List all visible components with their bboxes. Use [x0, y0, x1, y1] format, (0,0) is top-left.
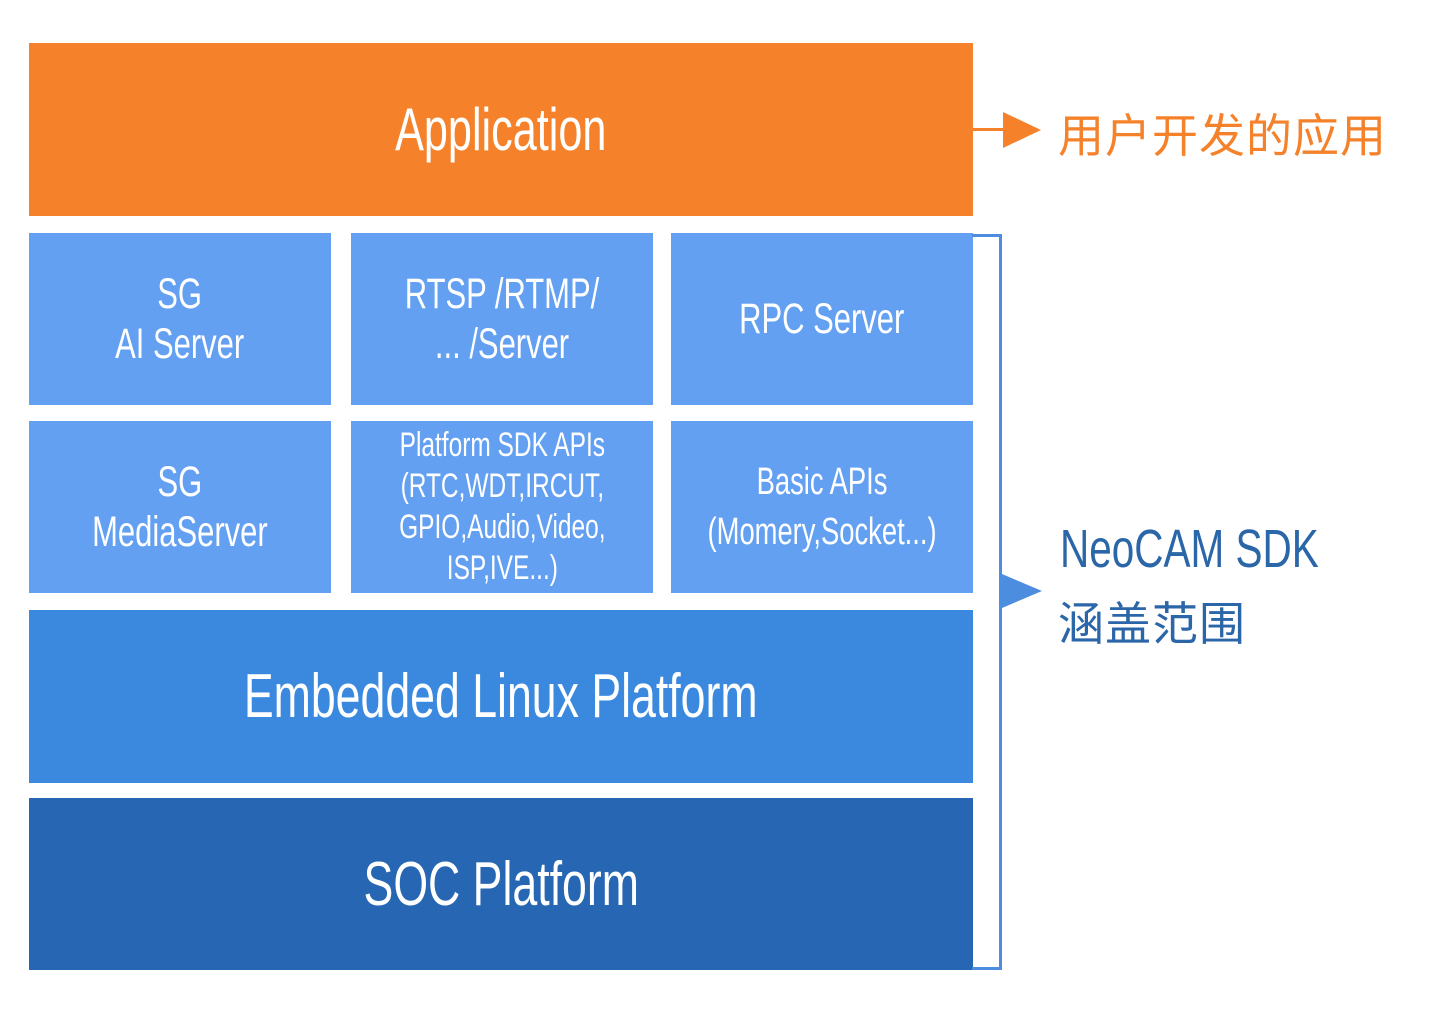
sdk-scope-title: NeoCAM SDK: [1060, 519, 1319, 579]
rtsp-rtmp-server-block: RTSP /RTMP/ ... /Server: [351, 233, 653, 405]
rtsp-rtmp-server-label: RTSP /RTMP/ ... /Server: [404, 270, 600, 368]
embedded-linux-layer: Embedded Linux Platform: [29, 610, 973, 783]
sdk-scope-bracket: [972, 234, 1002, 970]
sdk-scope-subtitle: 涵盖范围: [1058, 597, 1246, 651]
rpc-server-label: RPC Server: [739, 295, 905, 343]
soc-platform-label: SOC Platform: [363, 849, 639, 919]
platform-sdk-apis-block: Platform SDK APIs (RTC,WDT,IRCUT, GPIO,A…: [351, 421, 653, 593]
rpc-server-block: RPC Server: [671, 233, 973, 405]
basic-apis-label: Basic APIs (Momery,Socket...): [707, 461, 937, 553]
embedded-linux-label: Embedded Linux Platform: [244, 662, 758, 731]
arrow-right-icon: [1003, 112, 1041, 148]
arrow-right-icon: [1002, 574, 1042, 608]
application-note: 用户开发的应用: [1058, 109, 1387, 163]
basic-apis-block: Basic APIs (Momery,Socket...): [671, 421, 973, 593]
soc-platform-layer: SOC Platform: [29, 798, 973, 970]
sg-mediaserver-block: SG MediaServer: [29, 421, 331, 593]
application-label: Application: [395, 96, 607, 163]
sg-mediaserver-label: SG MediaServer: [92, 458, 268, 556]
platform-sdk-apis-label: Platform SDK APIs (RTC,WDT,IRCUT, GPIO,A…: [398, 426, 606, 587]
application-layer: Application: [29, 43, 973, 216]
application-connector-line: [973, 128, 1005, 131]
sg-ai-server-label: SG AI Server: [115, 270, 245, 368]
sg-ai-server-block: SG AI Server: [29, 233, 331, 405]
